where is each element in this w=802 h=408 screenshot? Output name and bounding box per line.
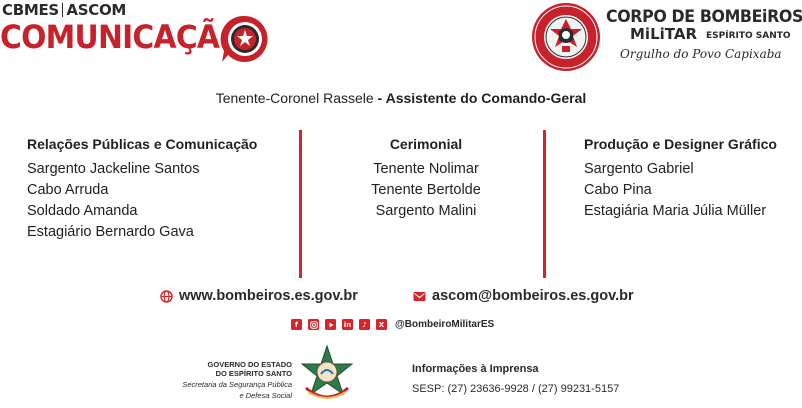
facebook-icon[interactable]: f xyxy=(291,319,302,330)
org-name-line2: MiLiTAR xyxy=(630,25,697,43)
column-divider xyxy=(299,130,302,278)
gov-secretariat: e Defesa Social xyxy=(239,391,292,400)
email-link[interactable]: ascom@bombeiros.es.gov.br xyxy=(413,288,634,304)
gov-line: GOVERNO DO ESTADO xyxy=(207,360,292,369)
header-line: Tenente-Coronel Rassele - Assistente do … xyxy=(0,90,802,106)
wordmark-main: COMUNIC xyxy=(0,18,154,56)
globe-icon xyxy=(160,289,173,303)
x-icon[interactable]: X xyxy=(376,319,387,330)
instagram-icon[interactable] xyxy=(308,319,319,330)
column-title: Cerimonial xyxy=(389,136,463,152)
mail-icon xyxy=(413,291,426,301)
email-text[interactable]: ascom@bombeiros.es.gov.br xyxy=(432,288,634,304)
cbmes-text: CBMES xyxy=(2,1,59,19)
wordmark-accent: AÇÃ xyxy=(153,18,220,56)
org-state: ESPÍRITO SANTO xyxy=(706,31,791,41)
staff-name: Sargento Gabriel xyxy=(584,161,694,177)
header-person: Tenente-Coronel Rassele xyxy=(215,90,374,106)
ascom-text: ASCOM xyxy=(66,1,127,19)
speech-bubble-logo-icon xyxy=(220,15,268,62)
column-title: Relações Públicas e Comunicação xyxy=(27,136,258,152)
tiktok-icon[interactable]: ♪ xyxy=(359,319,370,330)
staff-name: Estagiário Bernardo Gava xyxy=(27,224,194,240)
staff-name: Soldado Amanda xyxy=(27,203,138,219)
staff-name: Sargento Jackeline Santos xyxy=(27,161,200,177)
org-motto: Orgulho do Povo Capixaba xyxy=(620,47,782,61)
column-title: Produção e Designer Gráfico xyxy=(584,136,777,152)
gov-line: DO ESPÍRITO SANTO xyxy=(215,369,292,378)
org-name-line1: CORPO DE BOMBEiROS xyxy=(606,7,802,27)
brand-separator xyxy=(61,3,64,17)
press-info-title: Informações à Imprensa xyxy=(412,363,539,375)
column-divider xyxy=(543,130,546,278)
staff-name: Sargento Malini xyxy=(375,203,477,219)
government-credit: GOVERNO DO ESTADO DO ESPÍRITO SANTO Secr… xyxy=(148,360,292,400)
staff-name: Estagiária Maria Júlia Müller xyxy=(584,203,767,219)
column-ceremonial: Cerimonial Tenente Nolimar Tenente Berto… xyxy=(364,136,488,222)
press-phone-numbers: SESP: (27) 23636-9928 / (27) 99231-5157 xyxy=(412,383,620,395)
fire-department-crest-icon xyxy=(532,3,600,71)
website-link[interactable]: www.bombeiros.es.gov.br xyxy=(160,288,358,304)
gov-secretariat: Secretaria da Segurança Pública xyxy=(182,380,292,389)
staff-name: Tenente Bertolde xyxy=(371,182,481,198)
staff-name: Cabo Arruda xyxy=(27,182,109,198)
comunicacao-wordmark: COMUNICAÇÃ xyxy=(0,18,220,56)
linkedin-icon[interactable]: in xyxy=(342,319,353,330)
staff-name: Cabo Pina xyxy=(584,182,652,198)
staff-name: Tenente Nolimar xyxy=(373,161,479,177)
column-public-relations: Relações Públicas e Comunicação Sargento… xyxy=(27,136,257,243)
column-design: Produção e Designer Gráfico Sargento Gab… xyxy=(584,136,777,222)
youtube-icon[interactable] xyxy=(325,319,336,330)
state-coat-of-arms-icon xyxy=(300,344,354,399)
website-text[interactable]: www.bombeiros.es.gov.br xyxy=(179,288,358,304)
social-links: f in ♪ X @BombeiroMilitarES xyxy=(291,319,494,330)
ascom-label: CBMES ASCOM xyxy=(2,1,126,19)
social-handle[interactable]: @BombeiroMilitarES xyxy=(395,319,495,330)
header-role: - Assistente do Comando-Geral xyxy=(373,90,587,106)
